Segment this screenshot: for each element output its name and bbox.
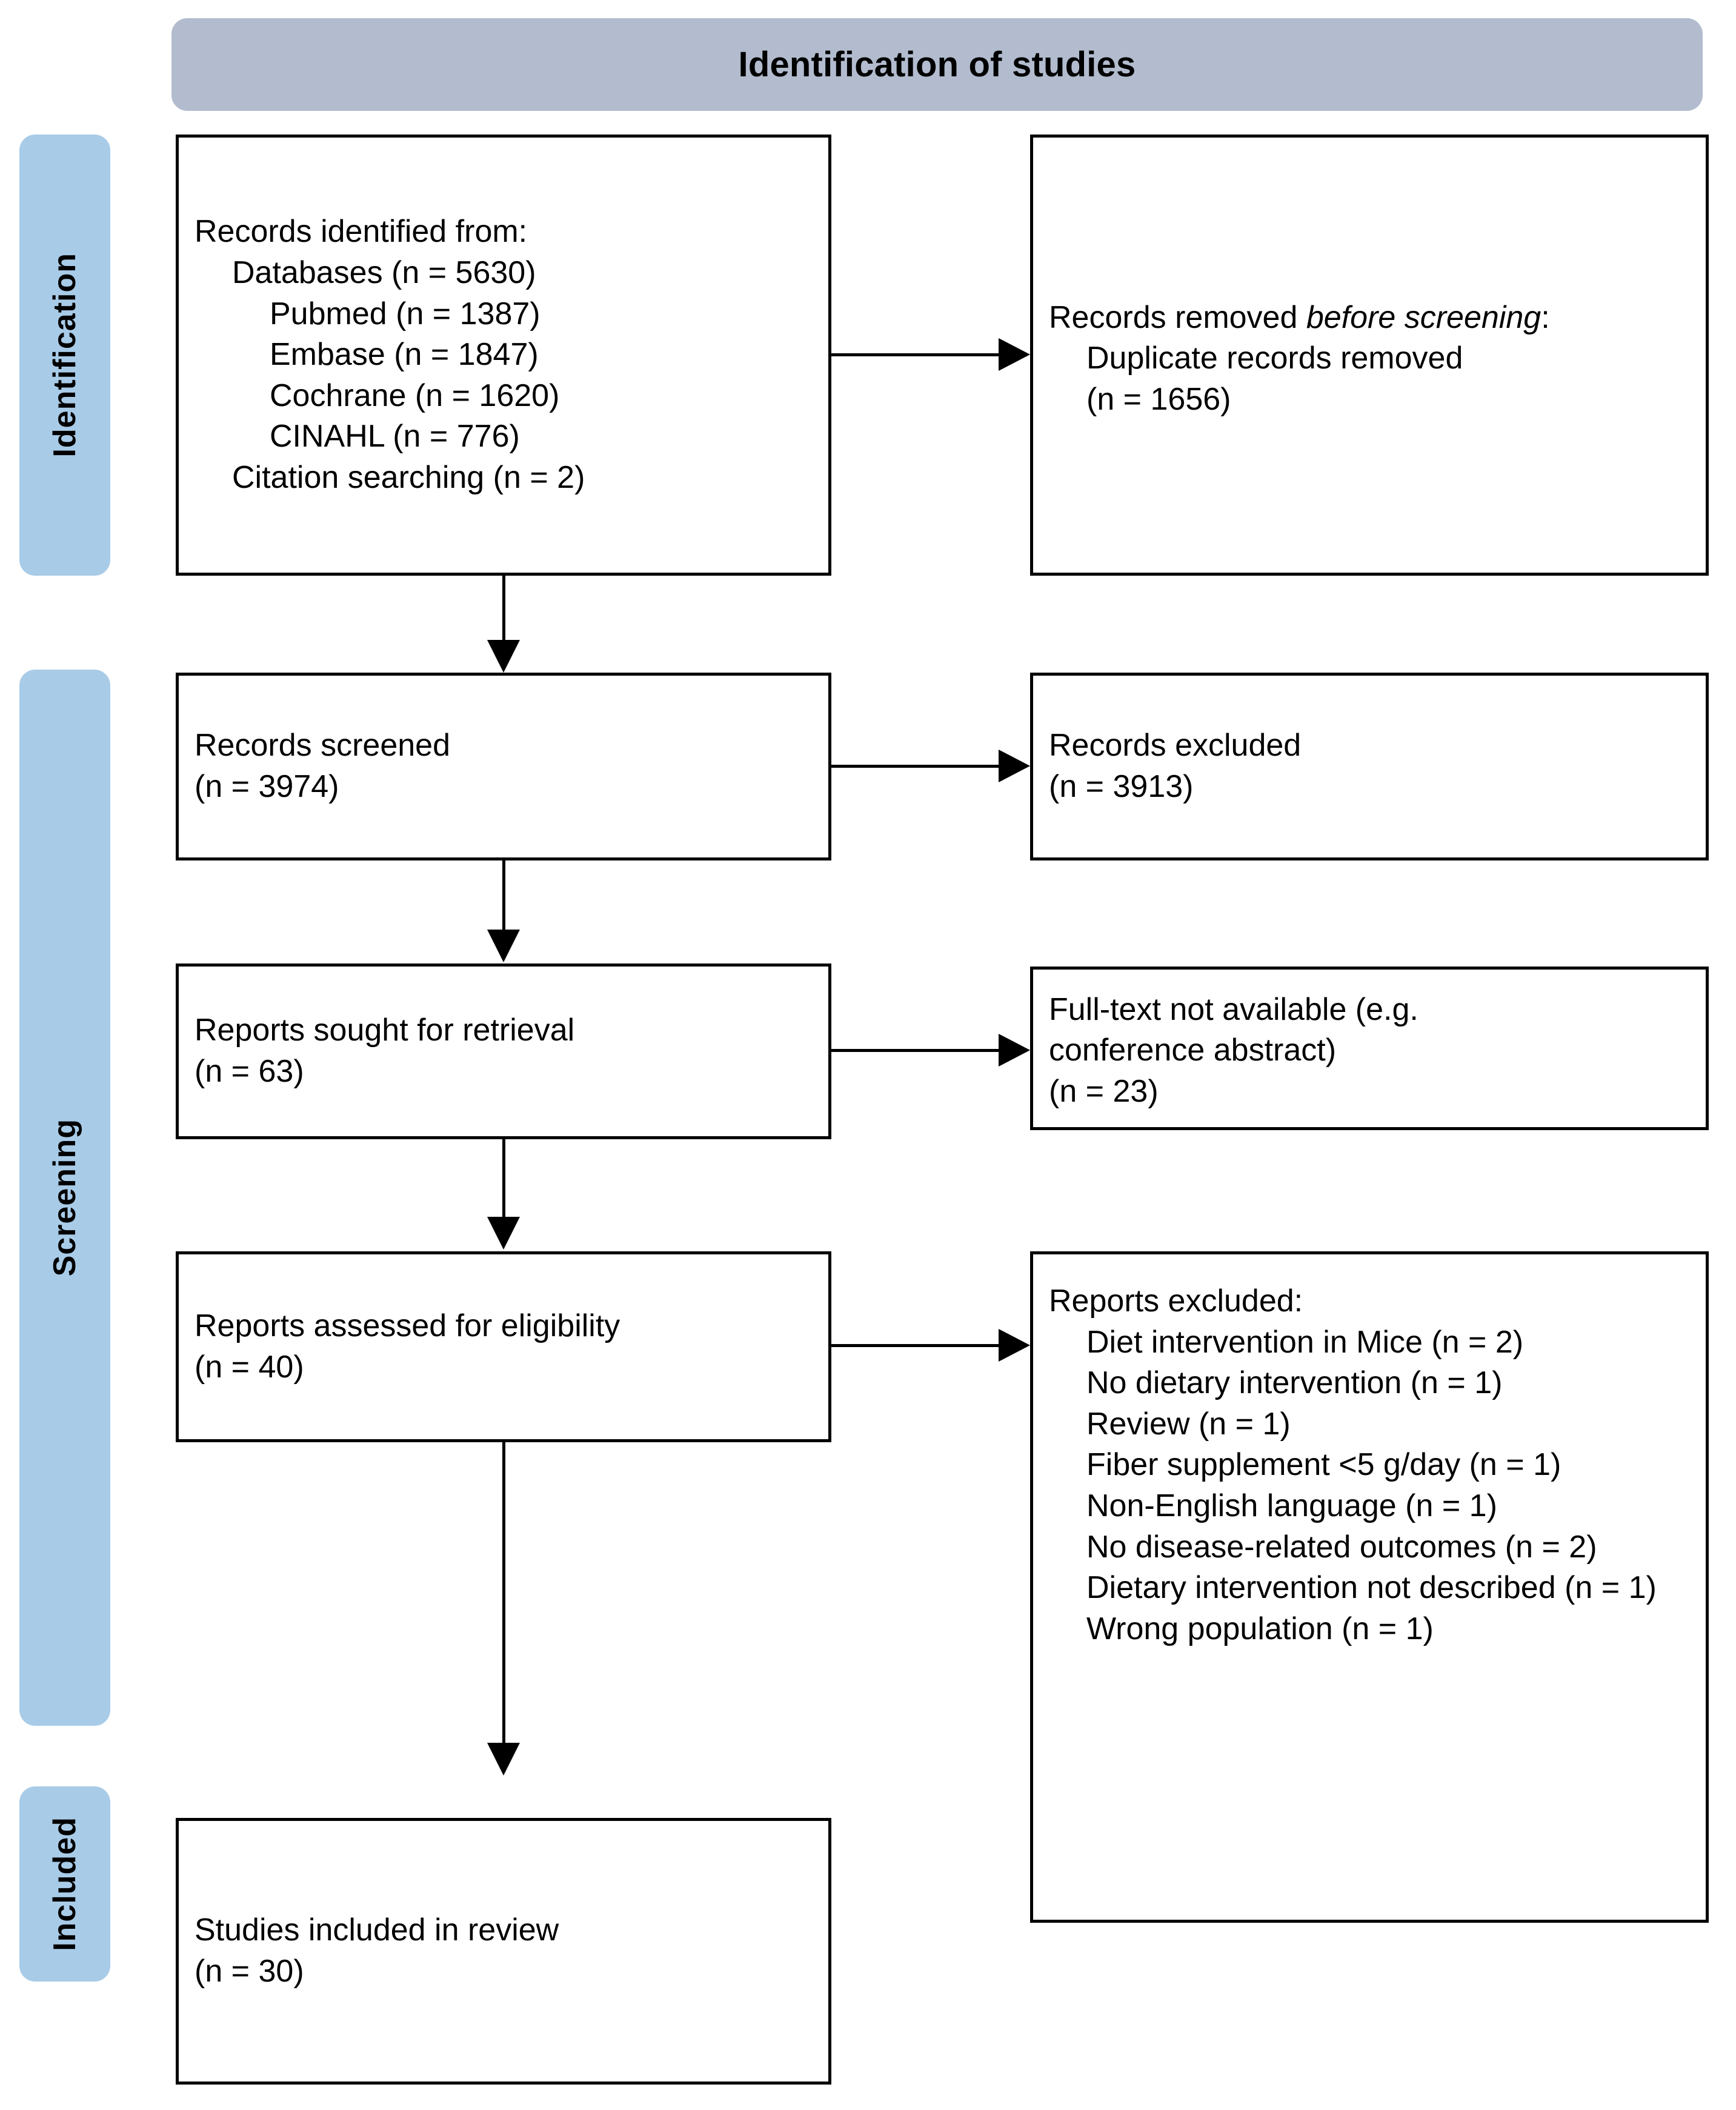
- studies-included-count: (n = 30): [195, 1954, 304, 1989]
- reports-excluded-item-fiber-supplement: Fiber supplement <5 g/day (n = 1): [1086, 1447, 1561, 1483]
- box-records-identified: Records identified from: Databases (n = …: [176, 135, 831, 576]
- box-reports-excluded-body: Reports excluded: Diet intervention in M…: [1049, 1281, 1690, 1649]
- box-records-excluded: Records excluded (n = 3913): [1030, 673, 1709, 860]
- reports-assessed-label: Reports assessed for eligibility: [195, 1308, 620, 1343]
- reports-excluded-item-wrong-population: Wrong population (n = 1): [1086, 1611, 1434, 1646]
- records-identified-cochrane: Cochrane (n = 1620): [270, 378, 560, 413]
- stage-rail-screening-label: Screening: [47, 1119, 82, 1277]
- arrowhead-identified-to-removed: [999, 338, 1030, 371]
- connector-sought-to-assessed: [502, 1139, 505, 1218]
- connector-assessed-to-reports-excluded: [831, 1344, 999, 1347]
- reports-sought-count: (n = 63): [195, 1054, 304, 1089]
- diagram-banner: Identification of studies: [171, 18, 1703, 111]
- records-screened-label: Records screened: [195, 728, 450, 764]
- arrowhead-screened-to-sought: [487, 930, 520, 962]
- records-removed-heading-emphasis: before screening: [1306, 299, 1541, 335]
- box-reports-excluded: Reports excluded: Diet intervention in M…: [1030, 1251, 1709, 1923]
- records-excluded-label: Records excluded: [1049, 728, 1302, 764]
- records-identified-citation-searching: Citation searching (n = 2): [232, 459, 585, 495]
- reports-excluded-item-non-english: Non-English language (n = 1): [1086, 1488, 1497, 1523]
- reports-assessed-count: (n = 40): [195, 1349, 304, 1385]
- reports-sought-label: Reports sought for retrieval: [195, 1013, 575, 1048]
- stage-rail-screening: Screening: [19, 670, 110, 1726]
- records-removed-heading: Records removed before screening:: [1049, 298, 1690, 339]
- box-reports-sought-body: Reports sought for retrieval (n = 63): [195, 1010, 813, 1092]
- stage-rail-identification: Identification: [19, 135, 110, 576]
- stage-rail-identification-label: Identification: [47, 253, 82, 458]
- stage-rail-included-label: Included: [47, 1817, 82, 1951]
- box-reports-assessed: Reports assessed for eligibility (n = 40…: [176, 1251, 831, 1442]
- records-identified-heading: Records identified from:: [195, 214, 528, 250]
- connector-identified-to-removed: [831, 353, 999, 356]
- connector-screened-to-sought: [502, 860, 505, 931]
- arrowhead-identified-to-screened: [487, 640, 520, 673]
- records-identified-databases: Databases (n = 5630): [232, 255, 536, 291]
- reports-excluded-item-no-dietary-intervention: No dietary intervention (n = 1): [1086, 1365, 1503, 1401]
- reports-excluded-heading: Reports excluded:: [1049, 1283, 1303, 1319]
- arrowhead-sought-to-assessed: [487, 1217, 520, 1250]
- arrowhead-screened-to-excluded: [999, 750, 1030, 782]
- banner-title: Identification of studies: [738, 45, 1136, 84]
- box-records-excluded-body: Records excluded (n = 3913): [1049, 725, 1690, 807]
- box-records-identified-body: Records identified from: Databases (n = …: [195, 211, 813, 498]
- box-studies-included-body: Studies included in review (n = 30): [195, 1910, 813, 1992]
- box-records-removed: Records removed before screening: Duplic…: [1030, 135, 1709, 576]
- records-identified-cinahl: CINAHL (n = 776): [270, 419, 520, 454]
- box-fulltext-unavailable: Full-text not available (e.g. conference…: [1030, 967, 1709, 1130]
- reports-excluded-item-review: Review (n = 1): [1086, 1406, 1291, 1442]
- records-removed-heading-colon: :: [1541, 299, 1550, 335]
- records-screened-count: (n = 3974): [195, 769, 339, 804]
- box-records-screened-body: Records screened (n = 3974): [195, 725, 813, 807]
- connector-sought-to-fulltext: [831, 1049, 999, 1052]
- records-removed-duplicates: Duplicate records removed: [1086, 341, 1463, 376]
- records-excluded-count: (n = 3913): [1049, 769, 1194, 804]
- reports-excluded-item-intervention-not-described: Dietary intervention not described (n = …: [1086, 1570, 1657, 1606]
- reports-excluded-item-diet-mice: Diet intervention in Mice (n = 2): [1086, 1324, 1524, 1360]
- reports-excluded-item-no-disease-outcomes: No disease-related outcomes (n = 2): [1086, 1529, 1597, 1565]
- box-studies-included: Studies included in review (n = 30): [176, 1818, 831, 2085]
- arrowhead-assessed-to-included: [487, 1743, 520, 1776]
- records-removed-duplicates-count: (n = 1656): [1086, 381, 1231, 417]
- box-records-screened: Records screened (n = 3974): [176, 673, 831, 860]
- arrowhead-assessed-to-reports-excluded: [999, 1329, 1030, 1362]
- studies-included-label: Studies included in review: [195, 1912, 559, 1948]
- records-identified-pubmed: Pubmed (n = 1387): [270, 296, 540, 331]
- box-reports-assessed-body: Reports assessed for eligibility (n = 40…: [195, 1306, 813, 1388]
- records-removed-heading-text: Records removed: [1049, 299, 1306, 335]
- connector-identified-to-screened: [502, 576, 505, 641]
- box-reports-sought: Reports sought for retrieval (n = 63): [176, 963, 831, 1139]
- connector-assessed-to-included: [502, 1442, 505, 1744]
- stage-rail-included: Included: [19, 1786, 110, 1982]
- fulltext-unavailable-line1: Full-text not available (e.g.: [1049, 991, 1418, 1027]
- box-records-removed-body: Records removed before screening: Duplic…: [1049, 298, 1690, 421]
- arrowhead-sought-to-fulltext: [999, 1034, 1030, 1067]
- records-identified-embase: Embase (n = 1847): [270, 337, 539, 373]
- connector-screened-to-excluded: [831, 765, 999, 768]
- fulltext-unavailable-count: (n = 23): [1049, 1073, 1159, 1109]
- fulltext-unavailable-line2: conference abstract): [1049, 1033, 1337, 1068]
- box-fulltext-unavailable-body: Full-text not available (e.g. conference…: [1049, 990, 1690, 1113]
